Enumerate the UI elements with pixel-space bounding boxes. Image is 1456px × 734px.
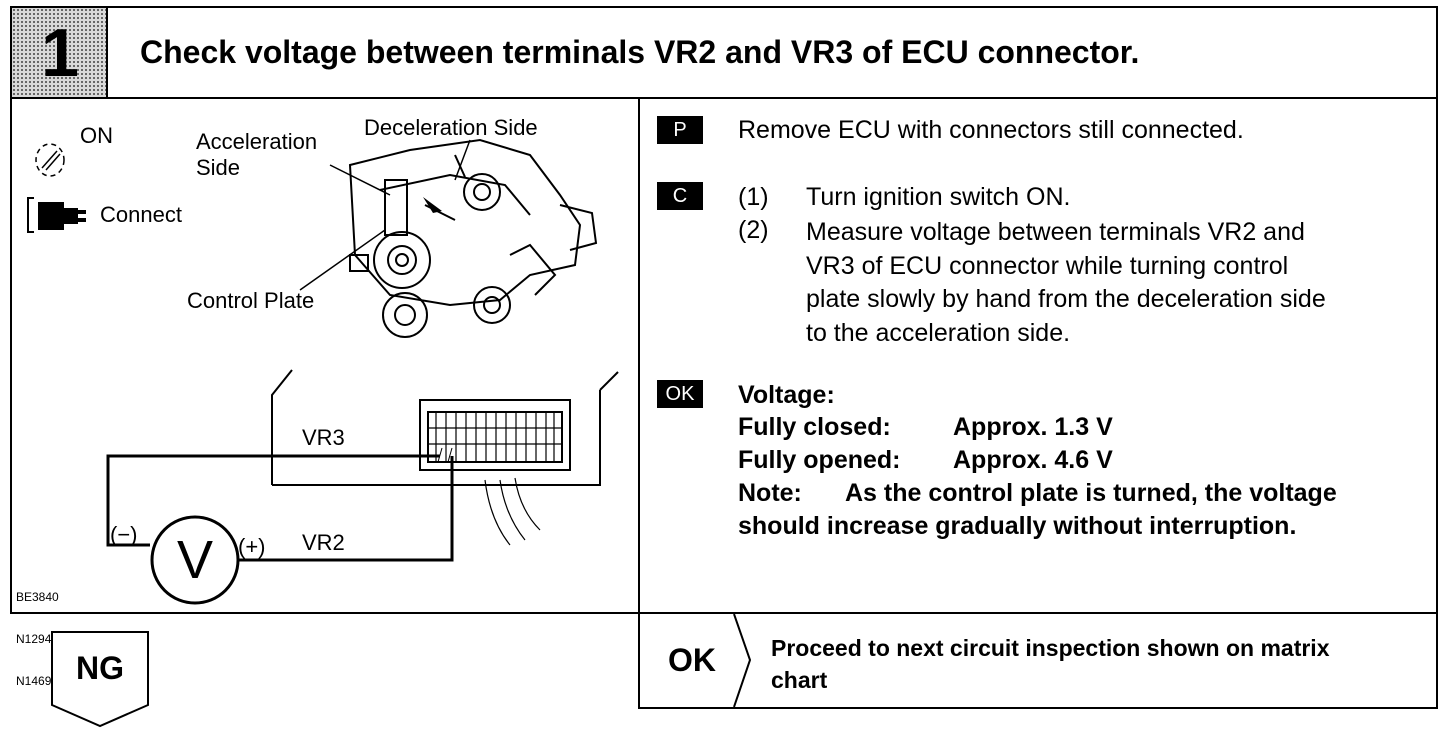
step-number-box [12, 8, 108, 97]
ecu-wiring-diagram [106, 369, 619, 605]
fully-closed-label: Fully closed: [738, 413, 891, 441]
fully-closed-value: Approx. 1.3 V [953, 413, 1113, 441]
deceleration-side-label: Deceleration Side [364, 115, 538, 140]
control-plate-label: Control Plate [187, 288, 315, 313]
leader-lines [299, 139, 471, 291]
ok-result-chevron [733, 614, 752, 707]
prep-tag: P [657, 116, 703, 144]
ok-result-text: Proceed to next circuit inspection shown… [771, 635, 1330, 693]
ignition-key-icon [35, 143, 65, 177]
fully-opened-value: Approx. 4.6 V [953, 446, 1113, 474]
step-title: Check voltage between terminals VR2 and … [140, 34, 1140, 70]
figure-codes: BE3840 N12945 N14696 [16, 590, 59, 688]
note-label: Note: [738, 479, 802, 507]
check-step-1-num: (1) [738, 183, 769, 211]
ng-result-label: NG [76, 650, 124, 686]
fully-opened-label: Fully opened: [738, 446, 901, 474]
acceleration-side-label: Acceleration Side [196, 129, 318, 180]
vr3-label: VR3 [302, 425, 345, 450]
vr2-label: VR2 [302, 530, 345, 555]
note-line-2: should increase gradually without interr… [738, 512, 1297, 540]
ok-spec-heading: Voltage: [738, 381, 835, 409]
connect-label: Connect [100, 202, 182, 227]
ok-result-label: OK [668, 642, 716, 678]
minus-terminal-label: (−) [110, 522, 138, 547]
illustration-panel [10, 97, 640, 614]
plus-terminal-label: (+) [238, 534, 266, 559]
check-step-1-text: Turn ignition switch ON. [806, 183, 1071, 211]
note-line-1: As the control plate is turned, the volt… [845, 479, 1337, 507]
throttle-body-drawing [348, 138, 598, 338]
connector-icon [27, 197, 86, 233]
step-number: 1 [41, 14, 79, 91]
check-tag: C [657, 182, 703, 210]
ok-result-box [638, 612, 1438, 709]
ng-result-badge [51, 631, 149, 728]
check-step-2-num: (2) [738, 216, 769, 244]
check-step-2-text: Measure voltage between terminals VR2 an… [806, 218, 1326, 347]
voltmeter-label: V [176, 530, 214, 590]
ignition-on-label: ON [80, 123, 113, 148]
voltmeter-icon [150, 515, 240, 605]
ok-spec-tag: OK [657, 380, 703, 408]
prep-text: Remove ECU with connectors still connect… [738, 116, 1244, 144]
